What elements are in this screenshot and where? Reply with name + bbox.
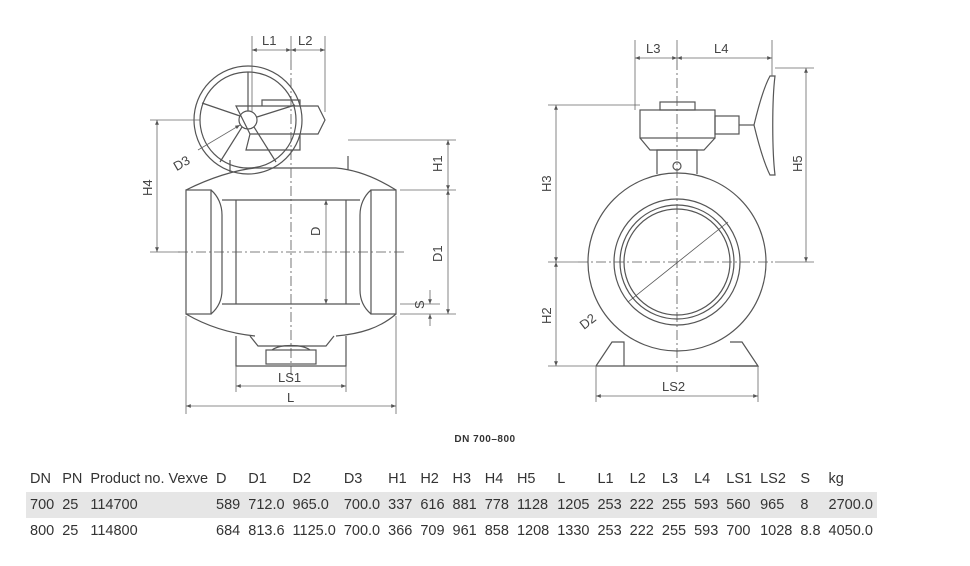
table-header-cell: DN [30, 471, 51, 487]
label-H5: H5 [790, 155, 805, 172]
table-header-cell: H4 [484, 471, 504, 487]
table-cell: 1208 [516, 523, 550, 539]
front-view-dimensions [150, 36, 456, 414]
table-cell: 4050.0 [828, 523, 873, 539]
label-D1: D1 [430, 245, 445, 262]
table-cell: 800 [30, 523, 55, 539]
label-D2: D2 [577, 310, 599, 332]
table-header-cell: H2 [420, 471, 439, 487]
table-header-cell: L3 [661, 471, 679, 487]
table-header-cell: L [557, 471, 566, 487]
label-LS2: LS2 [662, 379, 685, 394]
table-cell: 255 [657, 492, 691, 518]
table-cell: 1205 [553, 492, 594, 518]
label-H1: H1 [430, 155, 445, 172]
table-cell: 684 [216, 523, 241, 539]
table-header-cell: D [216, 471, 227, 487]
table-cell: 700.0 [339, 492, 385, 518]
label-D: D [308, 227, 323, 236]
table-cell: 593 [690, 492, 723, 518]
label-S: S [412, 300, 427, 309]
table-cell: 114800 [90, 523, 138, 539]
label-L: L [287, 390, 294, 405]
table-header-cell: kg [828, 471, 844, 487]
table-cell: 253 [597, 523, 622, 539]
table-header-cell: LS1 [726, 471, 753, 487]
table-cell: 881 [448, 492, 481, 518]
side-view-dimensions [548, 40, 814, 402]
table-cell: 222 [629, 523, 654, 539]
dimensions-table: DN PN Product no. Vexve D D1 D2 D3 H1 H2 H3 H4 H5 L L… [26, 466, 877, 544]
table-cell: 255 [661, 523, 687, 539]
table-cell: 1125.0 [292, 523, 336, 539]
drawing-caption: DN 700–800 [454, 434, 516, 445]
table-cell: 700.0 [343, 523, 381, 539]
table-cell: 778 [480, 492, 513, 518]
table-cell: 25 [58, 492, 87, 518]
table-cell: 616 [416, 492, 449, 518]
table-header-cell: LS2 [760, 471, 786, 487]
front-view [178, 60, 405, 375]
label-L2: L2 [298, 33, 312, 48]
label-L4: L4 [714, 41, 728, 56]
table-cell: 961 [452, 523, 477, 539]
table-cell: 1028 [760, 523, 793, 539]
table-cell: 222 [625, 492, 658, 518]
table-header-cell: L4 [694, 471, 711, 487]
table-cell: 965.0 [288, 492, 340, 518]
table-header-row: DN PN Product no. Vexve D D1 D2 D3 H1 H2 H3 H4 H5 L L… [26, 466, 877, 492]
table-cell: 1330 [557, 523, 590, 539]
handwheel [193, 65, 303, 175]
table-cell: 709 [420, 523, 445, 539]
table-cell: 965 [756, 492, 797, 518]
side-view [578, 60, 776, 372]
table-header-cell: PN [62, 471, 83, 487]
table-header-cell: H5 [516, 471, 536, 487]
valve-technical-drawing: L1 L2 D3 H4 H1 D D1 S LS1 L [140, 33, 814, 414]
table-row: 800 25 114800 684 813.6 1125.0 700.0 366 709 961 8… [26, 518, 877, 544]
table-cell: 25 [62, 523, 79, 539]
table-header-cell: D1 [248, 471, 267, 487]
table-cell: 8 [796, 492, 825, 518]
table-cell: 858 [484, 523, 509, 539]
side-view-labels: L3 L4 H3 H5 H2 D2 LS2 [539, 41, 805, 394]
label-H4: H4 [140, 179, 155, 196]
table-header-cell: S [800, 471, 811, 487]
label-L1: L1 [262, 33, 276, 48]
table-cell: 813.6 [248, 523, 285, 539]
table-cell: 366 [388, 523, 413, 539]
table-cell: 712.0 [244, 492, 289, 518]
label-LS1: LS1 [278, 370, 301, 385]
table-cell: 253 [593, 492, 626, 518]
label-H2: H2 [539, 307, 554, 324]
table-cell: 593 [694, 523, 719, 539]
label-L3: L3 [646, 41, 660, 56]
table-header-cell: H3 [452, 471, 472, 487]
table-header-cell: H1 [388, 471, 407, 487]
table-header-cell: D3 [343, 471, 363, 487]
table-cell: 2700.0 [824, 492, 877, 518]
table-cell: 700 [26, 492, 59, 518]
table-cell: 8.8 [800, 523, 821, 539]
table-cell: 337 [384, 492, 417, 518]
label-H3: H3 [539, 175, 554, 192]
table-header-cell: Product no. Vexve [90, 471, 209, 487]
table-header-cell: L2 [629, 471, 646, 487]
table-cell: 114700 [86, 492, 213, 518]
table-cell: 1128 [512, 492, 554, 518]
label-D3: D3 [171, 152, 193, 173]
table-header-cell: L1 [597, 471, 614, 487]
table-cell: 560 [722, 492, 757, 518]
table-header-cell: D2 [292, 471, 312, 487]
front-view-labels: L1 L2 D3 H4 H1 D D1 S LS1 L [140, 33, 445, 405]
table-cell: 700 [726, 523, 751, 539]
table-cell: 589 [212, 492, 245, 518]
